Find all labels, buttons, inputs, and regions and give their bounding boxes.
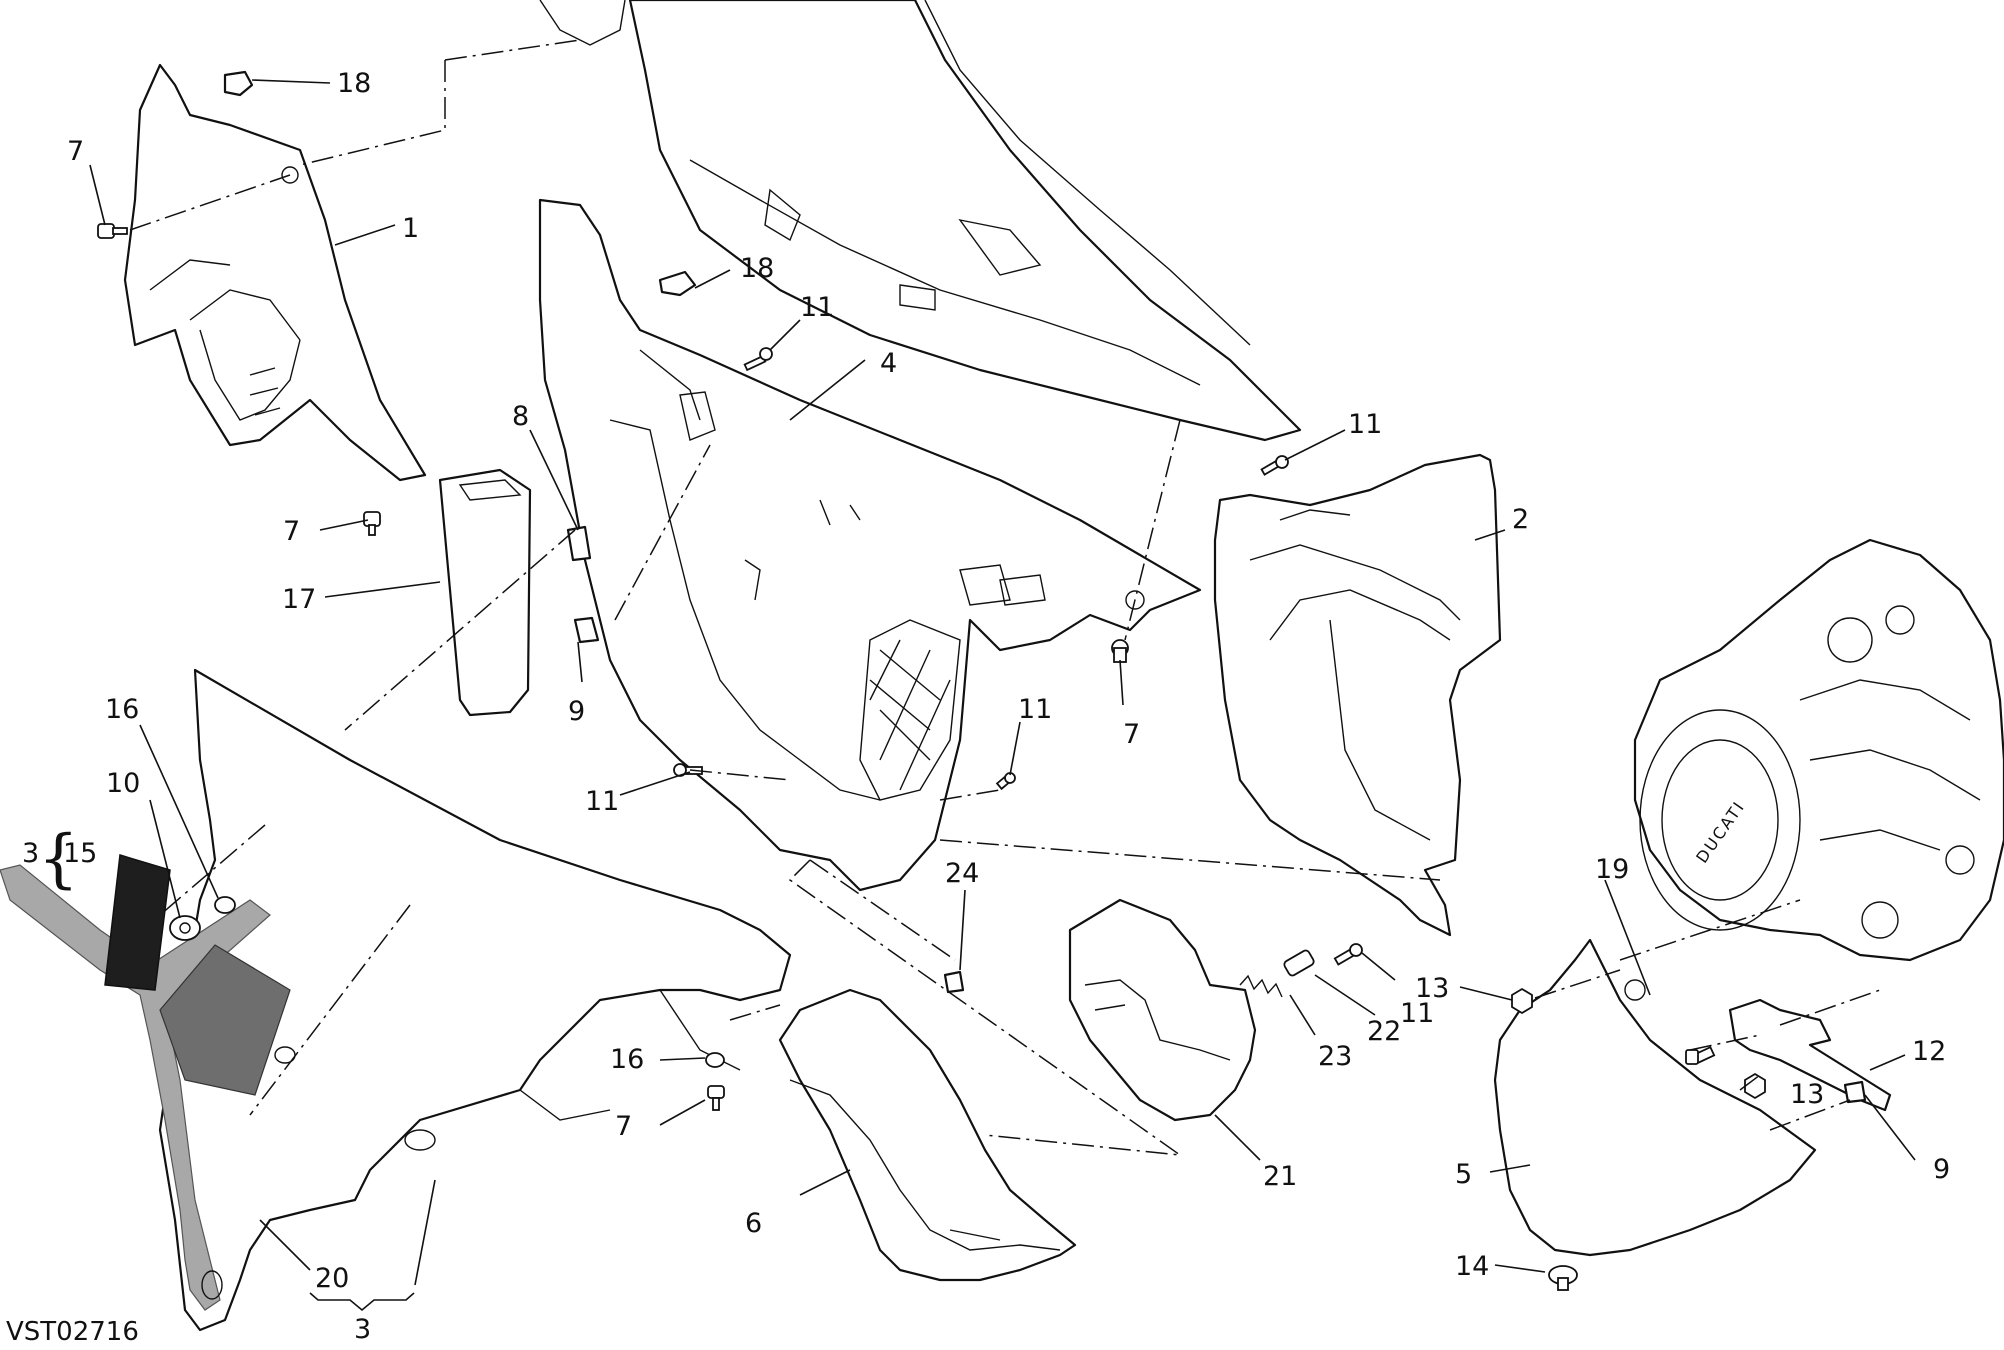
- part-18-grommet-mid: [658, 270, 697, 297]
- part-14-screw: [1548, 1265, 1578, 1291]
- callout-18-mid: 18: [740, 253, 774, 284]
- part-18-grommet-upper: [223, 70, 254, 97]
- part-7-screw-upper-left: [97, 223, 128, 239]
- callout-16-bottom: 16: [610, 1044, 644, 1075]
- callout-23: 23: [1318, 1041, 1352, 1072]
- part-1-side-shroud: [123, 63, 427, 482]
- part-10-fastener-knob: [169, 915, 201, 941]
- callout-20: 20: [315, 1263, 349, 1294]
- callout-12: 12: [1912, 1036, 1946, 1067]
- group-brace: {: [38, 822, 79, 896]
- callout-10: 10: [106, 768, 140, 799]
- callout-6: 6: [745, 1208, 762, 1239]
- callout-2: 2: [1512, 504, 1529, 535]
- callout-14: 14: [1455, 1251, 1489, 1282]
- part-8-clip: [566, 525, 592, 562]
- part-7-screw-bottom: [707, 1085, 725, 1111]
- assembly-lines: [129, 39, 1881, 1157]
- part-5-lower-right-cover: [1493, 938, 1817, 1257]
- callout-11-bracket: 11: [1400, 998, 1434, 1029]
- part-11-bolt-bracket: [1333, 943, 1363, 966]
- part-24-clip: [943, 970, 965, 994]
- part-23-spring: [1239, 974, 1283, 998]
- callout-11-lower-right: 11: [1018, 694, 1052, 725]
- part-9-clip-left: [573, 616, 600, 644]
- part-19-bolt: [1685, 1045, 1716, 1065]
- callout-9-left: 9: [568, 696, 585, 727]
- part-17-cover-plate: [438, 468, 532, 717]
- callout-11-upper: 11: [800, 292, 834, 323]
- part-16-washer-bottom: [705, 1052, 725, 1068]
- callout-7-left: 7: [283, 516, 300, 547]
- callout-7-upper-left: 7: [67, 136, 84, 167]
- part-21-bracket-cover: [1068, 898, 1257, 1122]
- engine-side-cover: DUCATI: [1633, 538, 2004, 962]
- callout-7-bottom: 7: [615, 1111, 632, 1142]
- callout-21: 21: [1263, 1161, 1297, 1192]
- callout-24: 24: [945, 858, 979, 889]
- callout-15: 15: [63, 838, 97, 869]
- part-15-decal-pad: [104, 854, 291, 1096]
- callout-labels: 18 7 1 18 11 4 8 11 2 7 17 9 7 11 16 10 …: [6, 68, 1950, 1347]
- callout-1: 1: [402, 213, 419, 244]
- part-16-washer-left: [214, 896, 236, 914]
- part-4-inner-panel: [538, 198, 1202, 892]
- diagram-code: VST02716: [6, 1317, 139, 1347]
- callout-11-lower-left: 11: [585, 786, 619, 817]
- part-11-bolt-lower-right: [995, 772, 1016, 791]
- upper-fairing: [539, 0, 1302, 442]
- part-20-trim-strip: [0, 864, 271, 1311]
- callout-7-center: 7: [1123, 719, 1140, 750]
- callout-3-bottom: 3: [354, 1314, 371, 1345]
- part-9-clip-right: [1843, 1080, 1867, 1104]
- part-13-nut-upper: [1511, 987, 1533, 1015]
- callout-18-upper: 18: [337, 68, 371, 99]
- part-7-screw-center: [1111, 639, 1129, 663]
- part-12-bracket: [1728, 998, 1892, 1112]
- part-13-nut-lower: [1744, 1072, 1766, 1100]
- callout-5: 5: [1455, 1159, 1472, 1190]
- callout-17: 17: [282, 584, 316, 615]
- callout-19: 19: [1595, 854, 1629, 885]
- callout-8: 8: [512, 401, 529, 432]
- callout-4: 4: [880, 348, 897, 379]
- callout-16-left: 16: [105, 694, 139, 725]
- callout-11-right: 11: [1348, 409, 1382, 440]
- callout-13-upper: 13: [1415, 973, 1449, 1004]
- part-22-stud: [1283, 949, 1315, 977]
- callout-3-group: 3: [22, 838, 39, 869]
- part-6-belly-cover: [778, 988, 1077, 1282]
- part-7-screw-left: [363, 511, 381, 536]
- callout-22: 22: [1367, 1016, 1401, 1047]
- fasteners: [97, 70, 1867, 1291]
- part-11-bolt-right: [1260, 455, 1289, 476]
- part-11-bolt-upper: [743, 347, 773, 372]
- callout-9-right: 9: [1933, 1154, 1950, 1185]
- leader-lines: [89, 79, 1916, 1312]
- part-2-side-duct: [1213, 453, 1502, 937]
- callout-13-lower: 13: [1790, 1079, 1824, 1110]
